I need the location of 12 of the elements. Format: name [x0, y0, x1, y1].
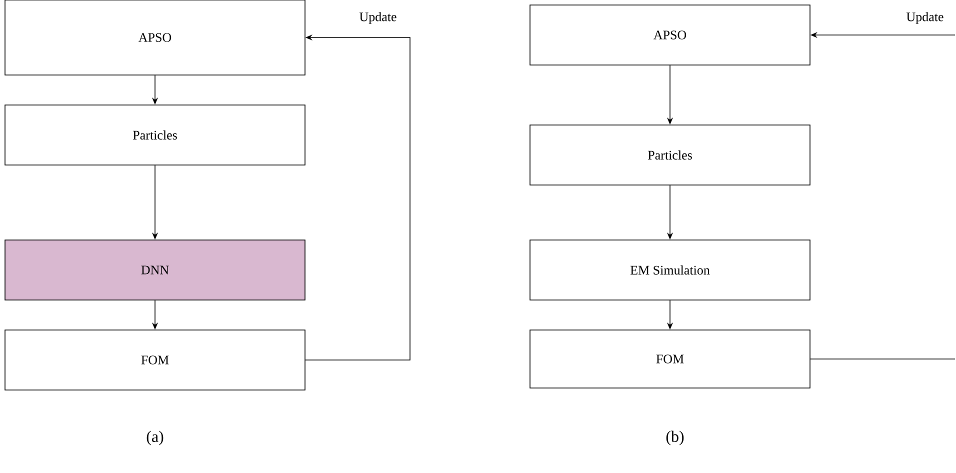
process-box: Particles [4, 104, 306, 166]
process-box: FOM [4, 330, 306, 390]
process-box: DNN [4, 240, 306, 300]
process-box: APSO [530, 4, 810, 66]
edge-label: Update [358, 11, 398, 25]
edge-label: Update [905, 11, 945, 25]
process-box: APSO [4, 0, 306, 76]
process-box: Particles [530, 124, 810, 186]
process-box: EM Simulation [530, 240, 810, 300]
panel-label: (a) [146, 430, 164, 446]
panel-label: (b) [666, 430, 684, 446]
process-box: FOM [530, 330, 810, 388]
